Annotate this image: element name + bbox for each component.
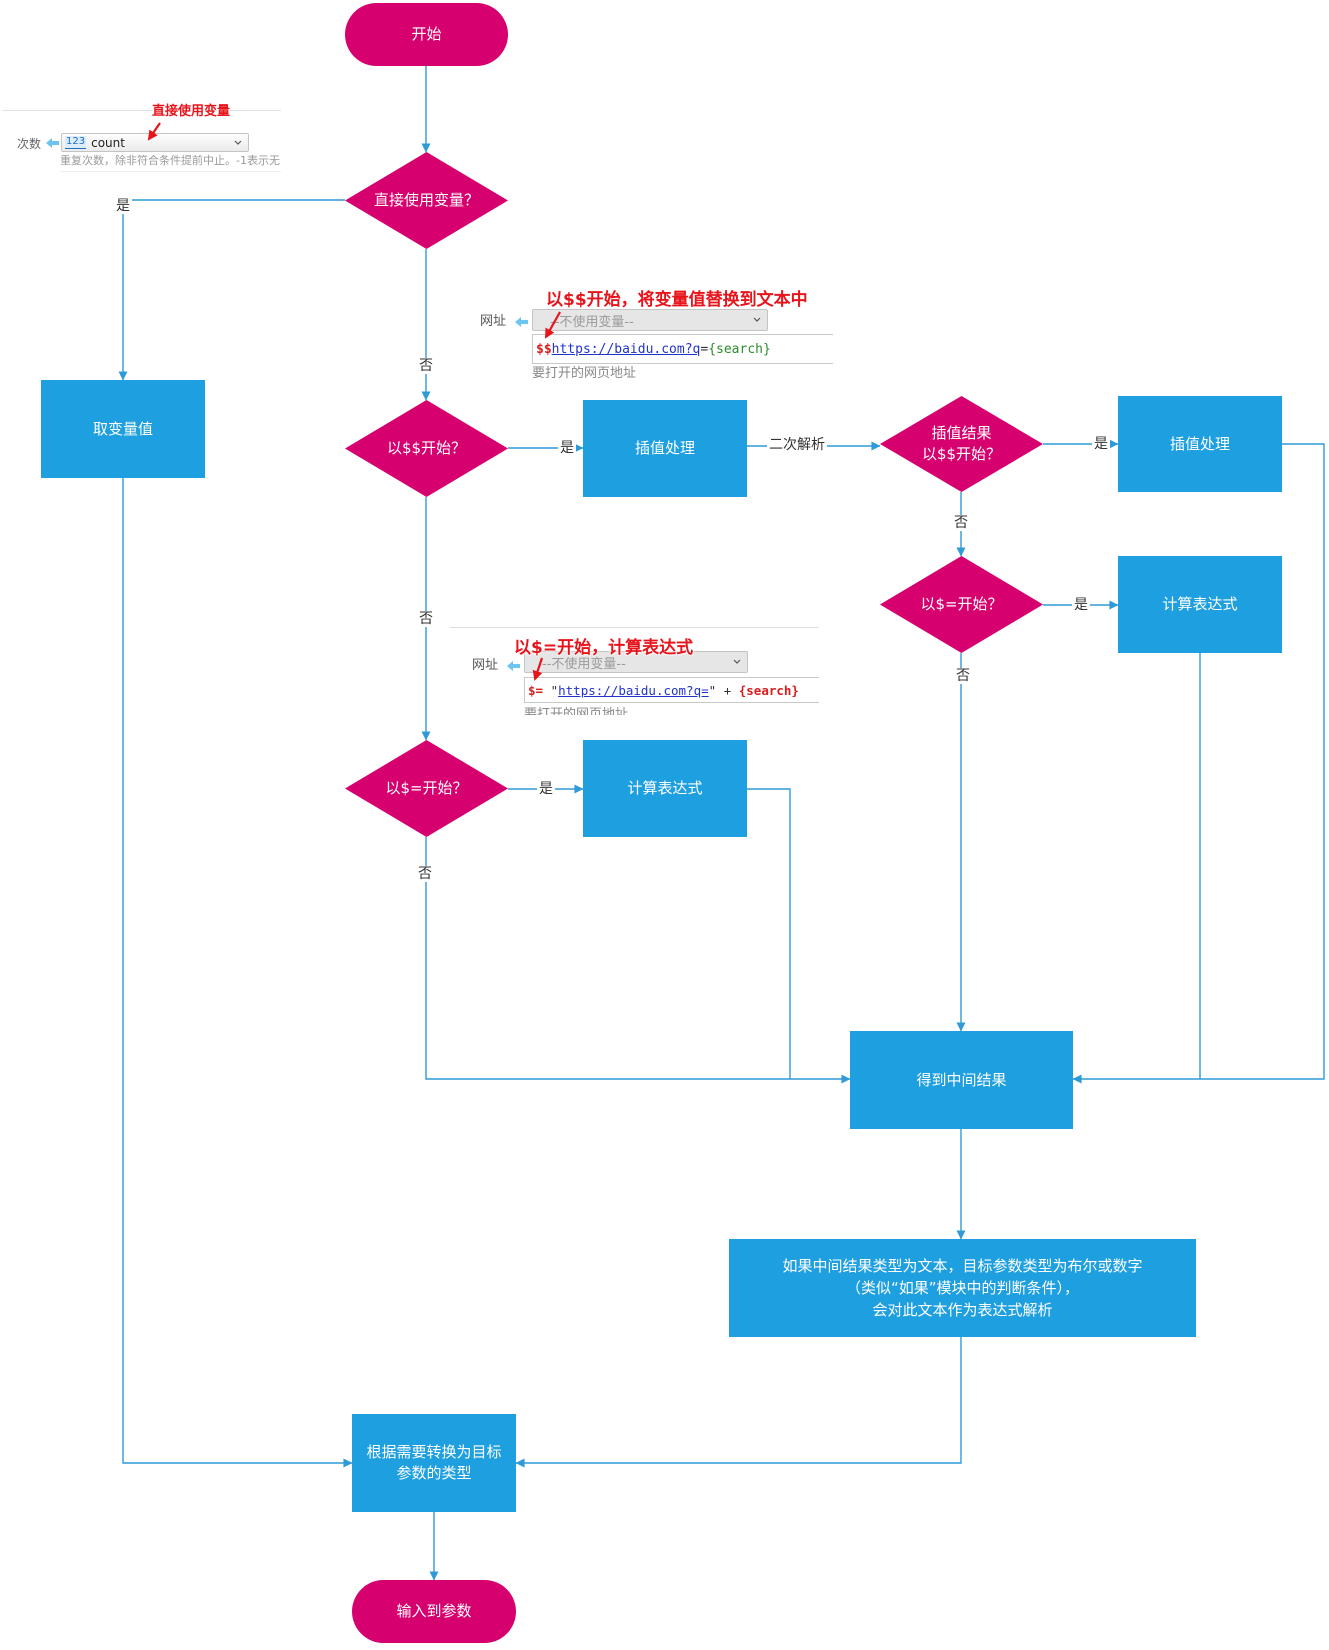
inset-dollar-equals-selected-value: --不使用变量-- — [542, 656, 626, 672]
process-interpolate-second-label: 插值处理 — [1169, 434, 1230, 453]
process-intermediate-result: 得到中间结果 — [850, 1031, 1073, 1129]
process-interpolate-first: 插值处理 — [583, 400, 747, 497]
decision-result-dollar-equals: 以$=开始？ — [880, 556, 1043, 653]
number-type-icon: 123 — [65, 136, 87, 149]
value-url: https://baidu.com?q — [551, 341, 701, 357]
edge-label-result-dollar-equals-yes: 是 — [1072, 597, 1090, 613]
value-equals: = — [700, 341, 709, 357]
inset-double-dollar-help-text: 要打开的网页地址 — [532, 366, 637, 381]
inset-direct-variable-help-text: 重复次数，除非符合条件提前中止。-1表示无 — [60, 154, 280, 167]
convert-type-line-2: 参数的类型 — [396, 1464, 472, 1482]
inset-direct-variable-select[interactable]: 123 count — [61, 133, 249, 152]
edge-label-dollar-equals-yes: 是 — [537, 781, 555, 797]
left-arrow-icon — [507, 661, 520, 671]
left-arrow-icon — [46, 138, 59, 148]
inset-double-dollar-selected-value: --不使用变量-- — [550, 314, 634, 330]
inset-direct-variable-annotation: 直接使用变量 — [152, 104, 231, 119]
start-label: 开始 — [411, 25, 442, 43]
inset-dollar-equals-divider — [450, 627, 819, 628]
value-open-quote: " — [543, 682, 559, 698]
inset-double-dollar-field-label: 网址 — [480, 314, 507, 329]
process-get-variable-value: 取变量值 — [41, 380, 205, 478]
parse-note-line-2: （类似“如果”模块中的判断条件）， — [845, 1279, 1080, 1297]
process-convert-type: 根据需要转换为目标 参数的类型 — [352, 1414, 516, 1512]
decision-direct-variable-label: 直接使用变量？ — [373, 191, 479, 209]
connector-get-value-to-convert — [122, 478, 353, 1468]
process-compute-expression-right: 计算表达式 — [1118, 556, 1282, 653]
connector-direct-variable-yes — [118, 199, 345, 381]
decision-starts-dollar-equals-label: 以$=开始？ — [385, 779, 468, 797]
inset-dollar-equals-expression-input[interactable]: $= "https://baidu.com?q=" + {search} — [524, 677, 819, 703]
end-label: 输入到参数 — [396, 1602, 472, 1620]
process-parse-note: 如果中间结果类型为文本，目标参数类型为布尔或数字 （类似“如果”模块中的判断条件… — [729, 1239, 1196, 1337]
parse-note-line-3: 会对此文本作为表达式解析 — [872, 1301, 1053, 1319]
decision-starts-double-dollar: 以$$开始？ — [345, 400, 508, 497]
decision-result-double-dollar-line-1: 插值结果 — [931, 424, 992, 442]
process-compute-expression-right-label: 计算表达式 — [1162, 595, 1238, 613]
convert-type-line-1: 根据需要转换为目标 — [366, 1443, 502, 1461]
inset-double-dollar-url-input[interactable]: $$https://baidu.com?q={search} — [532, 334, 833, 364]
edge-label-dollar-equals-no: 否 — [416, 866, 434, 882]
value-placeholder: {search} — [708, 341, 771, 357]
edge-label-result-dollar-equals-no: 否 — [954, 668, 972, 684]
inset-direct-variable-selected-value: count — [91, 135, 125, 150]
decision-result-double-dollar: 插值结果 以$$开始？ — [880, 396, 1043, 492]
value-url: https://baidu.com?q= — [558, 682, 709, 698]
edge-label-direct-yes: 是 — [114, 198, 132, 214]
chevron-down-icon — [753, 317, 761, 322]
inset-dollar-equals-select[interactable]: --不使用变量-- — [524, 651, 748, 673]
inset-direct-variable-bottom-rule — [60, 171, 281, 172]
inset-double-dollar-annotation: 以$$开始，将变量值替换到文本中 — [546, 290, 808, 310]
value-prefix: $= — [528, 682, 544, 698]
edge-label-double-dollar-yes: 是 — [558, 440, 576, 456]
start-terminal: 开始 — [345, 3, 508, 66]
inset-dollar-equals-field-label: 网址 — [472, 658, 499, 673]
parse-note-line-1: 如果中间结果类型为文本，目标参数类型为布尔或数字 — [782, 1257, 1143, 1275]
process-compute-expression-left-label: 计算表达式 — [627, 779, 703, 797]
value-placeholder: {search} — [738, 682, 799, 698]
inset-dollar-equals-help-text: 要打开的网页地址 — [524, 707, 629, 715]
inset-direct-variable-field-label: 次数 — [17, 137, 42, 151]
connector-compute-left-to-result — [747, 788, 791, 1079]
decision-direct-variable: 直接使用变量？ — [345, 152, 508, 249]
inset-dollar-equals-annotation: 以$=开始，计算表达式 — [514, 638, 694, 658]
value-close-quote-plus: " + — [708, 682, 739, 698]
edge-label-secondary-parse: 二次解析 — [767, 437, 827, 453]
process-intermediate-result-label: 得到中间结果 — [916, 1070, 1007, 1089]
process-interpolate-second: 插值处理 — [1118, 396, 1282, 492]
chevron-down-icon — [733, 659, 741, 664]
chevron-down-icon — [234, 140, 242, 145]
process-interpolate-first-label: 插值处理 — [634, 439, 695, 457]
inset-dollar-equals-help-clip: 要打开的网页地址 — [524, 706, 724, 715]
decision-starts-double-dollar-label: 以$$开始？ — [386, 439, 467, 457]
connector-dollar-equals-no — [425, 837, 851, 1084]
edge-label-result-double-dollar-no: 否 — [952, 515, 970, 531]
decision-starts-dollar-equals: 以$=开始？ — [345, 740, 508, 837]
decision-result-double-dollar-line-2: 以$$开始？ — [921, 445, 1002, 463]
edge-label-direct-no: 否 — [417, 358, 435, 374]
connector-parse-note-to-convert — [515, 1337, 962, 1468]
inset-direct-variable-help-clip: 重复次数，除非符合条件提前中止。-1表示无 — [60, 154, 281, 169]
process-get-variable-value-label: 取变量值 — [92, 419, 153, 438]
edge-label-result-double-dollar-yes: 是 — [1092, 436, 1110, 452]
left-arrow-icon — [515, 317, 528, 327]
value-prefix: $$ — [536, 341, 552, 357]
end-terminal: 输入到参数 — [352, 1580, 516, 1643]
decision-result-dollar-equals-label: 以$=开始？ — [920, 595, 1003, 613]
process-compute-expression-left: 计算表达式 — [583, 740, 747, 837]
connector-interpolate-second-to-result — [1072, 443, 1325, 1084]
inset-double-dollar-select[interactable]: --不使用变量-- — [532, 309, 768, 331]
edge-label-double-dollar-no: 否 — [417, 611, 435, 627]
inset-direct-variable-divider — [2, 110, 281, 111]
